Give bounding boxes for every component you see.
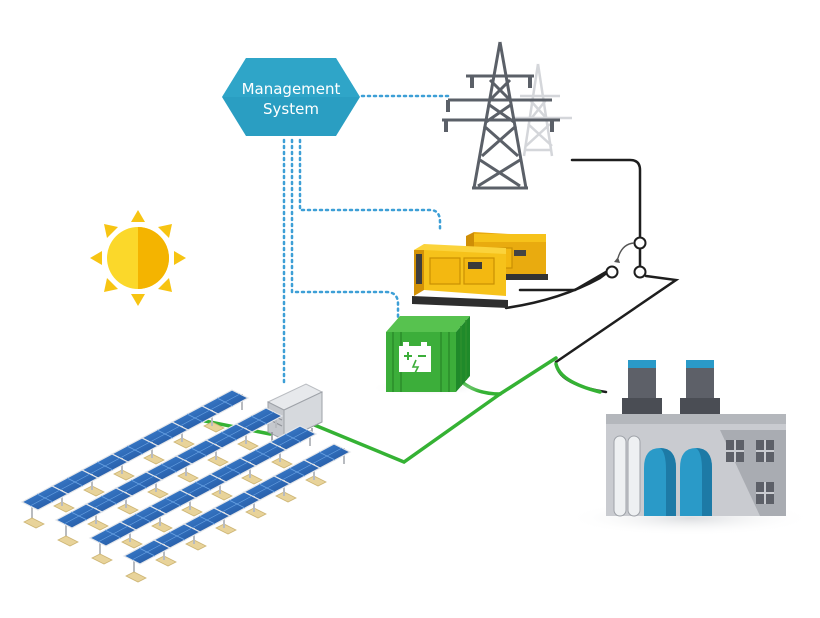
generator-front — [412, 244, 508, 308]
solar-panel — [54, 503, 104, 547]
control-links — [282, 94, 450, 388]
bus-to-ac-line — [498, 356, 558, 396]
solar-panel-array-icon — [20, 389, 352, 583]
solar-to-bus-line — [310, 392, 502, 464]
battery-container-icon — [370, 316, 486, 396]
breaker-switch — [605, 236, 647, 279]
solar-panel — [212, 491, 262, 535]
diesel-generator-icon — [412, 232, 548, 308]
solar-panel — [122, 539, 172, 583]
main-bus — [554, 274, 680, 364]
solar-panel — [208, 457, 258, 501]
transmission-tower-icon — [442, 41, 572, 190]
solar-panel — [88, 521, 138, 565]
solar-panel — [20, 485, 70, 529]
control-link-battery — [290, 138, 400, 322]
generator-feed-line — [504, 270, 610, 310]
grid-feed-line — [570, 158, 642, 238]
factory-green-line — [554, 362, 602, 394]
solar-panel — [114, 471, 164, 515]
management-system-node[interactable]: Management System — [222, 58, 360, 136]
management-system-label-line1: Management — [242, 80, 341, 98]
factory-icon — [566, 360, 814, 536]
generator-feed-line-2 — [518, 270, 608, 292]
management-system-label-line2: System — [263, 100, 319, 118]
control-link-generators — [298, 138, 442, 234]
sun-icon — [90, 210, 186, 306]
